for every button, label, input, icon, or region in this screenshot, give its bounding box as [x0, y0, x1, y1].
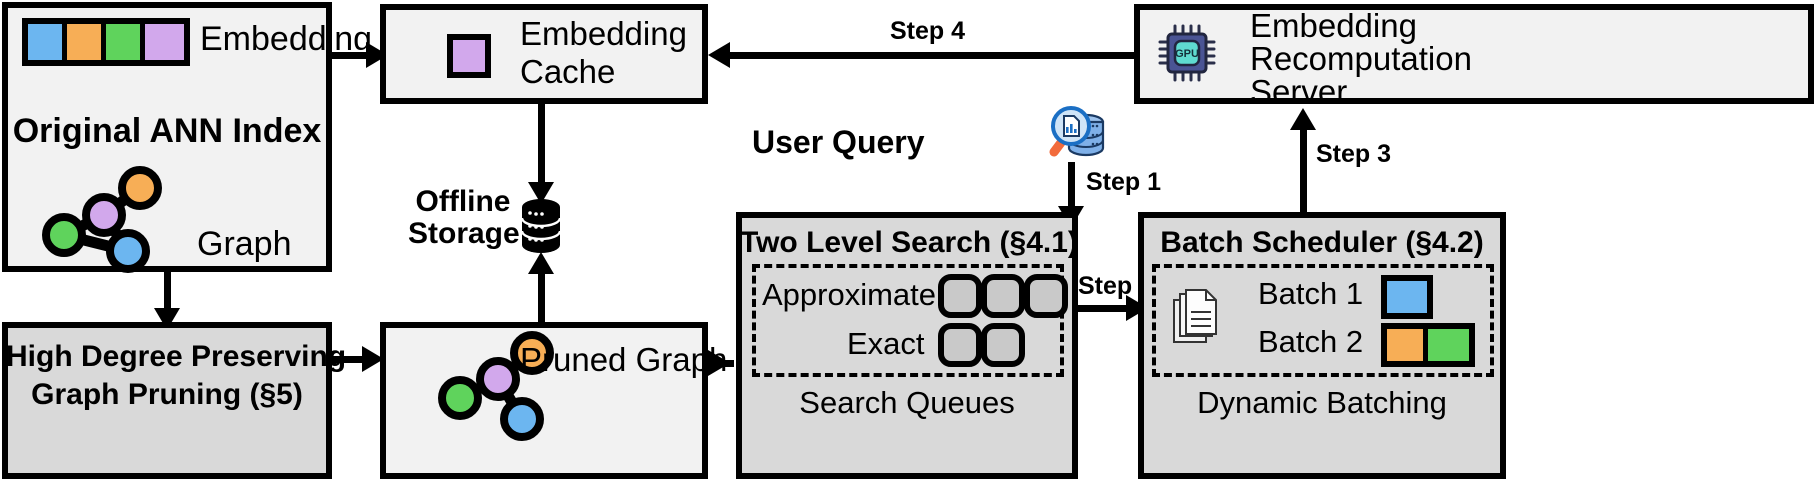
graph-pruning-label-line1: High Degree Preserving [6, 340, 347, 373]
step3-arrow-line [1300, 130, 1307, 212]
step3-arrow-head [1290, 108, 1316, 130]
queue-slot[interactable] [981, 323, 1025, 367]
pruned-graph-box [380, 322, 708, 479]
search-queues-footer: Search Queues [799, 385, 1015, 420]
query-database-search-icon [1048, 100, 1108, 162]
batch-swatch-green [1428, 329, 1469, 361]
graph-nodes [438, 331, 554, 441]
recomputation-server-label-line1: Embedding [1250, 7, 1417, 44]
batch-swatch-orange [1387, 329, 1428, 361]
embedding-swatch-orange [67, 24, 107, 60]
embedding-swatch-blue [28, 24, 68, 60]
embedding-cache-label-line2: Cache [520, 53, 616, 90]
offline-storage-label-line2: Storage [408, 217, 520, 250]
gpu-chip-icon: GPU [1158, 24, 1220, 82]
graph-label: Graph [197, 225, 292, 263]
two-level-search-title: Two Level Search (§4.1) [740, 226, 1078, 259]
batch-2-label: Batch 2 [1258, 324, 1364, 359]
batch-1-label: Batch 1 [1258, 276, 1364, 311]
arrow-ann-to-cache-line [332, 52, 368, 59]
embedding-recomputation-server-box [1134, 4, 1814, 104]
arrow-pruned-to-search-head [708, 350, 730, 376]
pruned-graph-label: Pruned Graph [520, 341, 728, 378]
queue-slot[interactable] [938, 323, 982, 367]
document-stack-icon [1172, 288, 1220, 348]
arrow-pruned-to-storage-head [528, 252, 554, 274]
embedding-swatch-purple [145, 24, 184, 60]
dynamic-batching-dashed-group [1152, 264, 1494, 377]
arrow-ann-to-pruning-line [164, 272, 171, 312]
queue-slot[interactable] [981, 274, 1025, 318]
embedding-cache-swatch [447, 34, 491, 78]
original-ann-index-title: Original ANN Index [12, 112, 322, 150]
embedding-label: Embedding [200, 20, 373, 58]
arrow-cache-to-storage-head [528, 182, 554, 204]
graph-nodes [42, 166, 162, 273]
original-ann-index-graph [36, 166, 176, 273]
recomputation-server-label-line3: Server [1250, 73, 1348, 110]
batch-1-swatches [1381, 275, 1433, 319]
graph-pruning-box [2, 322, 332, 479]
queue-slot[interactable] [1024, 274, 1068, 318]
exact-slot-row [938, 323, 1025, 367]
step4-label: Step 4 [890, 17, 966, 45]
pruned-graph-graph [438, 331, 570, 444]
batch-swatch-blue [1387, 281, 1427, 313]
embedding-cache-label-line1: Embedding [520, 15, 687, 52]
search-row-label-approximate: Approximate [762, 277, 937, 312]
step4-arrow-line [730, 52, 1134, 59]
step4-arrow-head [708, 42, 730, 68]
step2-arrow-line [1078, 305, 1130, 312]
approximate-slot-row [938, 274, 1068, 318]
user-query-label: User Query [752, 124, 925, 160]
dynamic-batching-footer: Dynamic Batching [1197, 385, 1447, 420]
batch-2-swatches [1381, 323, 1475, 367]
recomputation-server-label-line2: Recomputation [1250, 40, 1472, 77]
step3-label: Step 3 [1316, 140, 1392, 168]
step1-label: Step 1 [1086, 168, 1162, 196]
search-queues-dashed-group [752, 264, 1064, 377]
graph-pruning-label-line2: Graph Pruning (§5) [31, 378, 303, 411]
arrow-pruning-to-pruned-head [362, 346, 384, 372]
offline-storage-label-line1: Offline [415, 185, 511, 218]
embedding-cache-box [380, 4, 708, 104]
arrow-pruned-to-storage-line [538, 272, 545, 322]
arrow-pruning-to-pruned-line [332, 356, 364, 363]
batch-scheduler-title: Batch Scheduler (§4.2) [1160, 226, 1484, 259]
queue-slot[interactable] [938, 274, 982, 318]
svg-text:GPU: GPU [1175, 48, 1199, 60]
embedding-swatch-green [106, 24, 146, 60]
search-row-label-exact: Exact [847, 326, 925, 361]
embedding-swatch-strip [22, 18, 190, 66]
arrow-cache-to-storage-line [538, 104, 545, 186]
database-cylinder-icon [520, 198, 562, 254]
step1-arrow-line [1068, 162, 1075, 210]
